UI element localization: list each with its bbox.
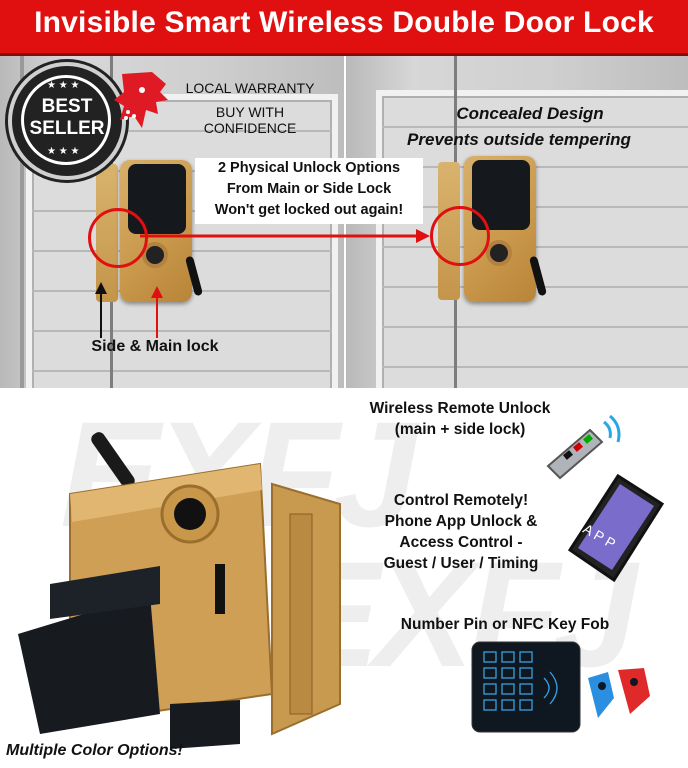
- badge-line1: BEST: [41, 96, 93, 117]
- lock-product-image: [18, 432, 341, 749]
- pin-feature-text: Number Pin or NFC Key Fob: [400, 616, 610, 633]
- annotation-arrows: [95, 229, 430, 338]
- app-feature-text: Control Remotely! Phone App Unlock & Acc…: [356, 490, 566, 574]
- unlock-option-line3: Won't get locked out again!: [214, 202, 404, 218]
- app-line2: Phone App Unlock &: [384, 513, 538, 530]
- remote-line2: (main + side lock): [394, 421, 526, 438]
- keypad-nfc-icon: [471, 641, 650, 733]
- warranty-line1: LOCAL WARRANTY: [185, 80, 315, 96]
- banner-title: Invisible Smart Wireless Double Door Loc…: [34, 6, 654, 39]
- app-line1: Control Remotely!: [393, 492, 529, 509]
- title-banner: Invisible Smart Wireless Double Door Loc…: [0, 0, 688, 56]
- remote-fob-icon: [546, 414, 621, 480]
- remote-line1: Wireless Remote Unlock: [369, 400, 551, 417]
- remote-feature-text: Wireless Remote Unlock (main + side lock…: [350, 398, 570, 440]
- app-line3: Access Control -: [399, 534, 523, 551]
- concealed-design-line2: Prevents outside tempering: [407, 130, 631, 149]
- color-options-text: Multiple Color Options!: [6, 742, 183, 759]
- unlock-options-box: 2 Physical Unlock Options From Main or S…: [195, 158, 423, 224]
- warranty-line2: BUY WITH CONFIDENCE: [203, 104, 297, 136]
- unlock-option-line1: 2 Physical Unlock Options: [217, 160, 401, 176]
- concealed-design-line1: Concealed Design: [456, 104, 604, 123]
- lock-highlight-circle: [88, 208, 148, 268]
- unlock-option-line2: From Main or Side Lock: [226, 181, 392, 197]
- app-line4: Guest / User / Timing: [383, 555, 539, 572]
- badge-line2: SELLER: [29, 118, 105, 139]
- lock-highlight-circle-right: [430, 206, 490, 266]
- lion-logo-icon: [114, 72, 168, 128]
- phone-app-icon: [567, 473, 665, 583]
- product-section: EXFJ EXFJ Wireless Remote Unlock (main +…: [0, 388, 688, 768]
- side-main-lock-label: Side & Main lock: [91, 338, 219, 355]
- best-seller-badge: ★ ★ ★ BEST SELLER ★ ★ ★: [8, 62, 126, 180]
